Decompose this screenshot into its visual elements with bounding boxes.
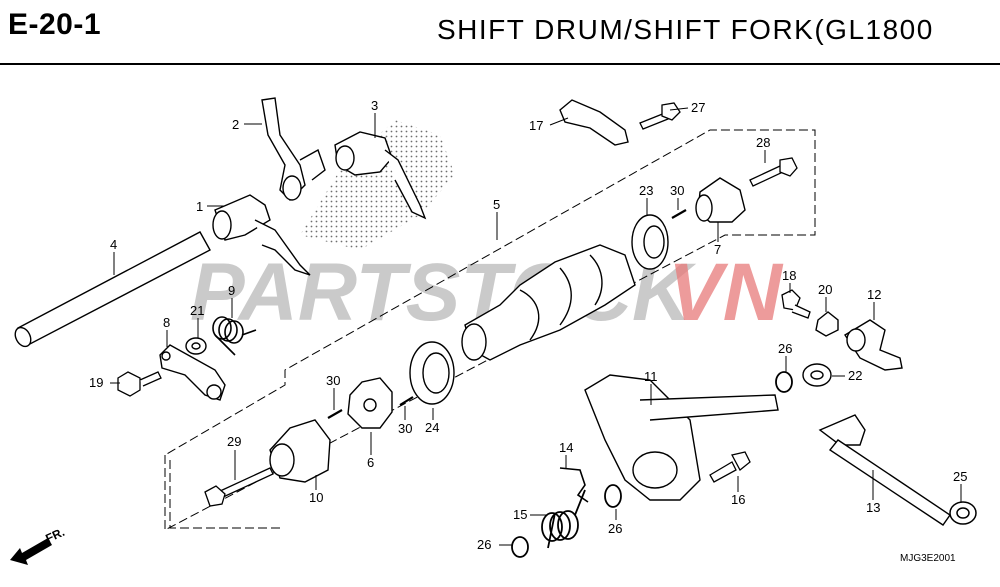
return-spring: [541, 489, 586, 549]
drum-shifter-bolt: [204, 467, 274, 507]
circlips: [511, 371, 793, 558]
front-arrow-icon: FR.: [10, 525, 67, 565]
spring-pin: [709, 451, 751, 483]
callout-12: 12: [867, 287, 881, 302]
gearshift-spindle-plate: [584, 374, 779, 501]
stopper-bolt: [117, 371, 162, 397]
catalog-code: MJG3E2001: [900, 553, 956, 564]
cover-plate: [815, 311, 839, 337]
drum-bearing-24: [409, 341, 455, 405]
diagram-code: E-20-1: [8, 8, 102, 41]
shift-fork-2: [261, 97, 326, 201]
callout-30-c: 30: [670, 183, 684, 198]
header-divider: [0, 63, 1000, 65]
callout-14: 14: [559, 440, 573, 455]
shift-fork-1: [212, 194, 311, 276]
setting-plate-bolt: [639, 102, 681, 130]
drum-bearing-23: [631, 214, 669, 270]
callout-13: 13: [866, 500, 880, 515]
callout-7: 7: [714, 242, 721, 257]
callout-29: 29: [227, 434, 241, 449]
diagram-title: SHIFT DRUM/SHIFT FORK(GL1800: [437, 14, 934, 45]
callout-10: 10: [309, 490, 323, 505]
drum-center-plate: [347, 377, 393, 429]
stopper-spring: [212, 316, 257, 356]
spring-14: [559, 467, 589, 503]
shift-arm: [844, 319, 903, 371]
callout-19: 19: [89, 375, 103, 390]
shading-area: [300, 120, 455, 250]
leader-lines: [110, 107, 962, 546]
callout-16: 16: [731, 492, 745, 507]
callout-2: 2: [232, 117, 239, 132]
oil-seal: [949, 501, 977, 525]
washer-21: [185, 337, 207, 355]
shift-drum: [461, 244, 636, 361]
callout-24: 24: [425, 420, 439, 435]
watermark-text-2: VN: [668, 247, 784, 338]
callout-30-a: 30: [326, 373, 340, 388]
shift-fork-shaft: [14, 231, 211, 348]
callout-18: 18: [782, 268, 796, 283]
dowel-pins: [327, 209, 687, 419]
callout-15: 15: [513, 507, 527, 522]
callout-1: 1: [196, 199, 203, 214]
assembly-group-outline-lower: [169, 460, 280, 529]
callout-25: 25: [953, 469, 967, 484]
callout-26-a: 26: [778, 341, 792, 356]
callout-6: 6: [367, 455, 374, 470]
gearshift-spindle: [818, 414, 951, 526]
front-label: FR.: [43, 525, 66, 546]
washer-22: [802, 363, 832, 387]
callout-26-b: 26: [608, 521, 622, 536]
callout-28: 28: [756, 135, 770, 150]
callout-22: 22: [848, 368, 862, 383]
callout-27: 27: [691, 100, 705, 115]
callout-8: 8: [163, 315, 170, 330]
callout-5: 5: [493, 197, 500, 212]
cover-bolt: [781, 289, 811, 319]
stopper-arm: [159, 344, 226, 401]
callout-23: 23: [639, 183, 653, 198]
setting-plate: [559, 99, 629, 146]
callout-17: 17: [529, 118, 543, 133]
callout-4: 4: [110, 237, 117, 252]
callout-3: 3: [371, 98, 378, 113]
shift-fork-3: [334, 131, 427, 220]
callout-30-b: 30: [398, 421, 412, 436]
callout-20: 20: [818, 282, 832, 297]
drum-center-7: [695, 177, 746, 223]
callout-26-c: 26: [477, 537, 491, 552]
callout-11: 11: [644, 369, 658, 384]
assembly-group-outline: [164, 129, 816, 531]
callout-9: 9: [228, 283, 235, 298]
drum-center-bolt: [749, 157, 798, 187]
callout-21: 21: [190, 303, 204, 318]
drum-shifter: [269, 419, 331, 483]
